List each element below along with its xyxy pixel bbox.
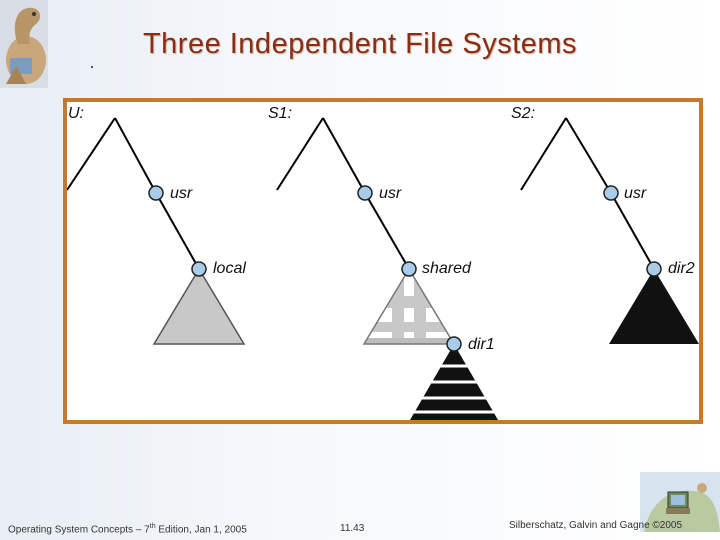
footer-book-prefix: Operating System Concepts – 7	[8, 524, 150, 536]
slide-title: Three Independent File Systems	[142, 28, 578, 60]
footer-book-sup: th	[149, 523, 156, 530]
u-local-node	[191, 261, 207, 277]
u-local-subtree	[152, 267, 246, 345]
footer-page-number: 11.43	[340, 523, 365, 534]
s2-edge-left	[520, 117, 567, 191]
s1-dir1-node	[446, 336, 462, 352]
tree-s2	[520, 117, 699, 344]
s1-usr-label: usr	[379, 185, 402, 202]
s1-shared-label: shared	[422, 260, 472, 277]
s2-dir2-label: dir2	[668, 260, 695, 277]
title-dot	[91, 66, 93, 68]
s2-edge-root-usr	[565, 117, 612, 194]
dinosaur-computer-logo-icon	[640, 472, 720, 532]
s1-usr-node	[357, 185, 373, 201]
s2-usr-node	[603, 185, 619, 201]
s1-dir1-subtree	[410, 344, 498, 420]
root-label-s1: S1:	[268, 105, 292, 122]
u-local-label: local	[213, 260, 246, 277]
tree-s1	[276, 117, 498, 420]
u-usr-label: usr	[170, 185, 193, 202]
s1-edge-root-usr	[322, 117, 366, 194]
u-edge-root-usr	[114, 117, 157, 194]
footer-book-info: Operating System Concepts – 7th Edition,…	[8, 523, 247, 535]
s2-usr-label: usr	[624, 185, 647, 202]
u-edge-usr-local	[155, 192, 200, 270]
footer-book-suffix: Edition, Jan 1, 2005	[155, 524, 247, 536]
s2-dir2-subtree	[609, 269, 699, 344]
u-edge-left	[67, 117, 116, 191]
s1-shared-node	[401, 261, 417, 277]
s1-edge-usr-shared	[364, 192, 410, 270]
s1-dir1-label: dir1	[468, 336, 495, 353]
s2-edge-usr-dir2	[610, 192, 655, 270]
tree-u	[67, 117, 246, 345]
s1-shared-subtree	[362, 267, 456, 345]
diagram-frame	[63, 98, 703, 424]
s1-edge-left	[276, 117, 324, 191]
u-usr-node	[148, 185, 164, 201]
s2-dir2-node	[646, 261, 662, 277]
dinosaur-logo-icon	[0, 0, 48, 88]
root-label-u: U:	[68, 105, 84, 122]
root-label-s2: S2:	[511, 105, 535, 122]
footer-copyright: Silberschatz, Galvin and Gagne ©2005	[509, 520, 683, 531]
